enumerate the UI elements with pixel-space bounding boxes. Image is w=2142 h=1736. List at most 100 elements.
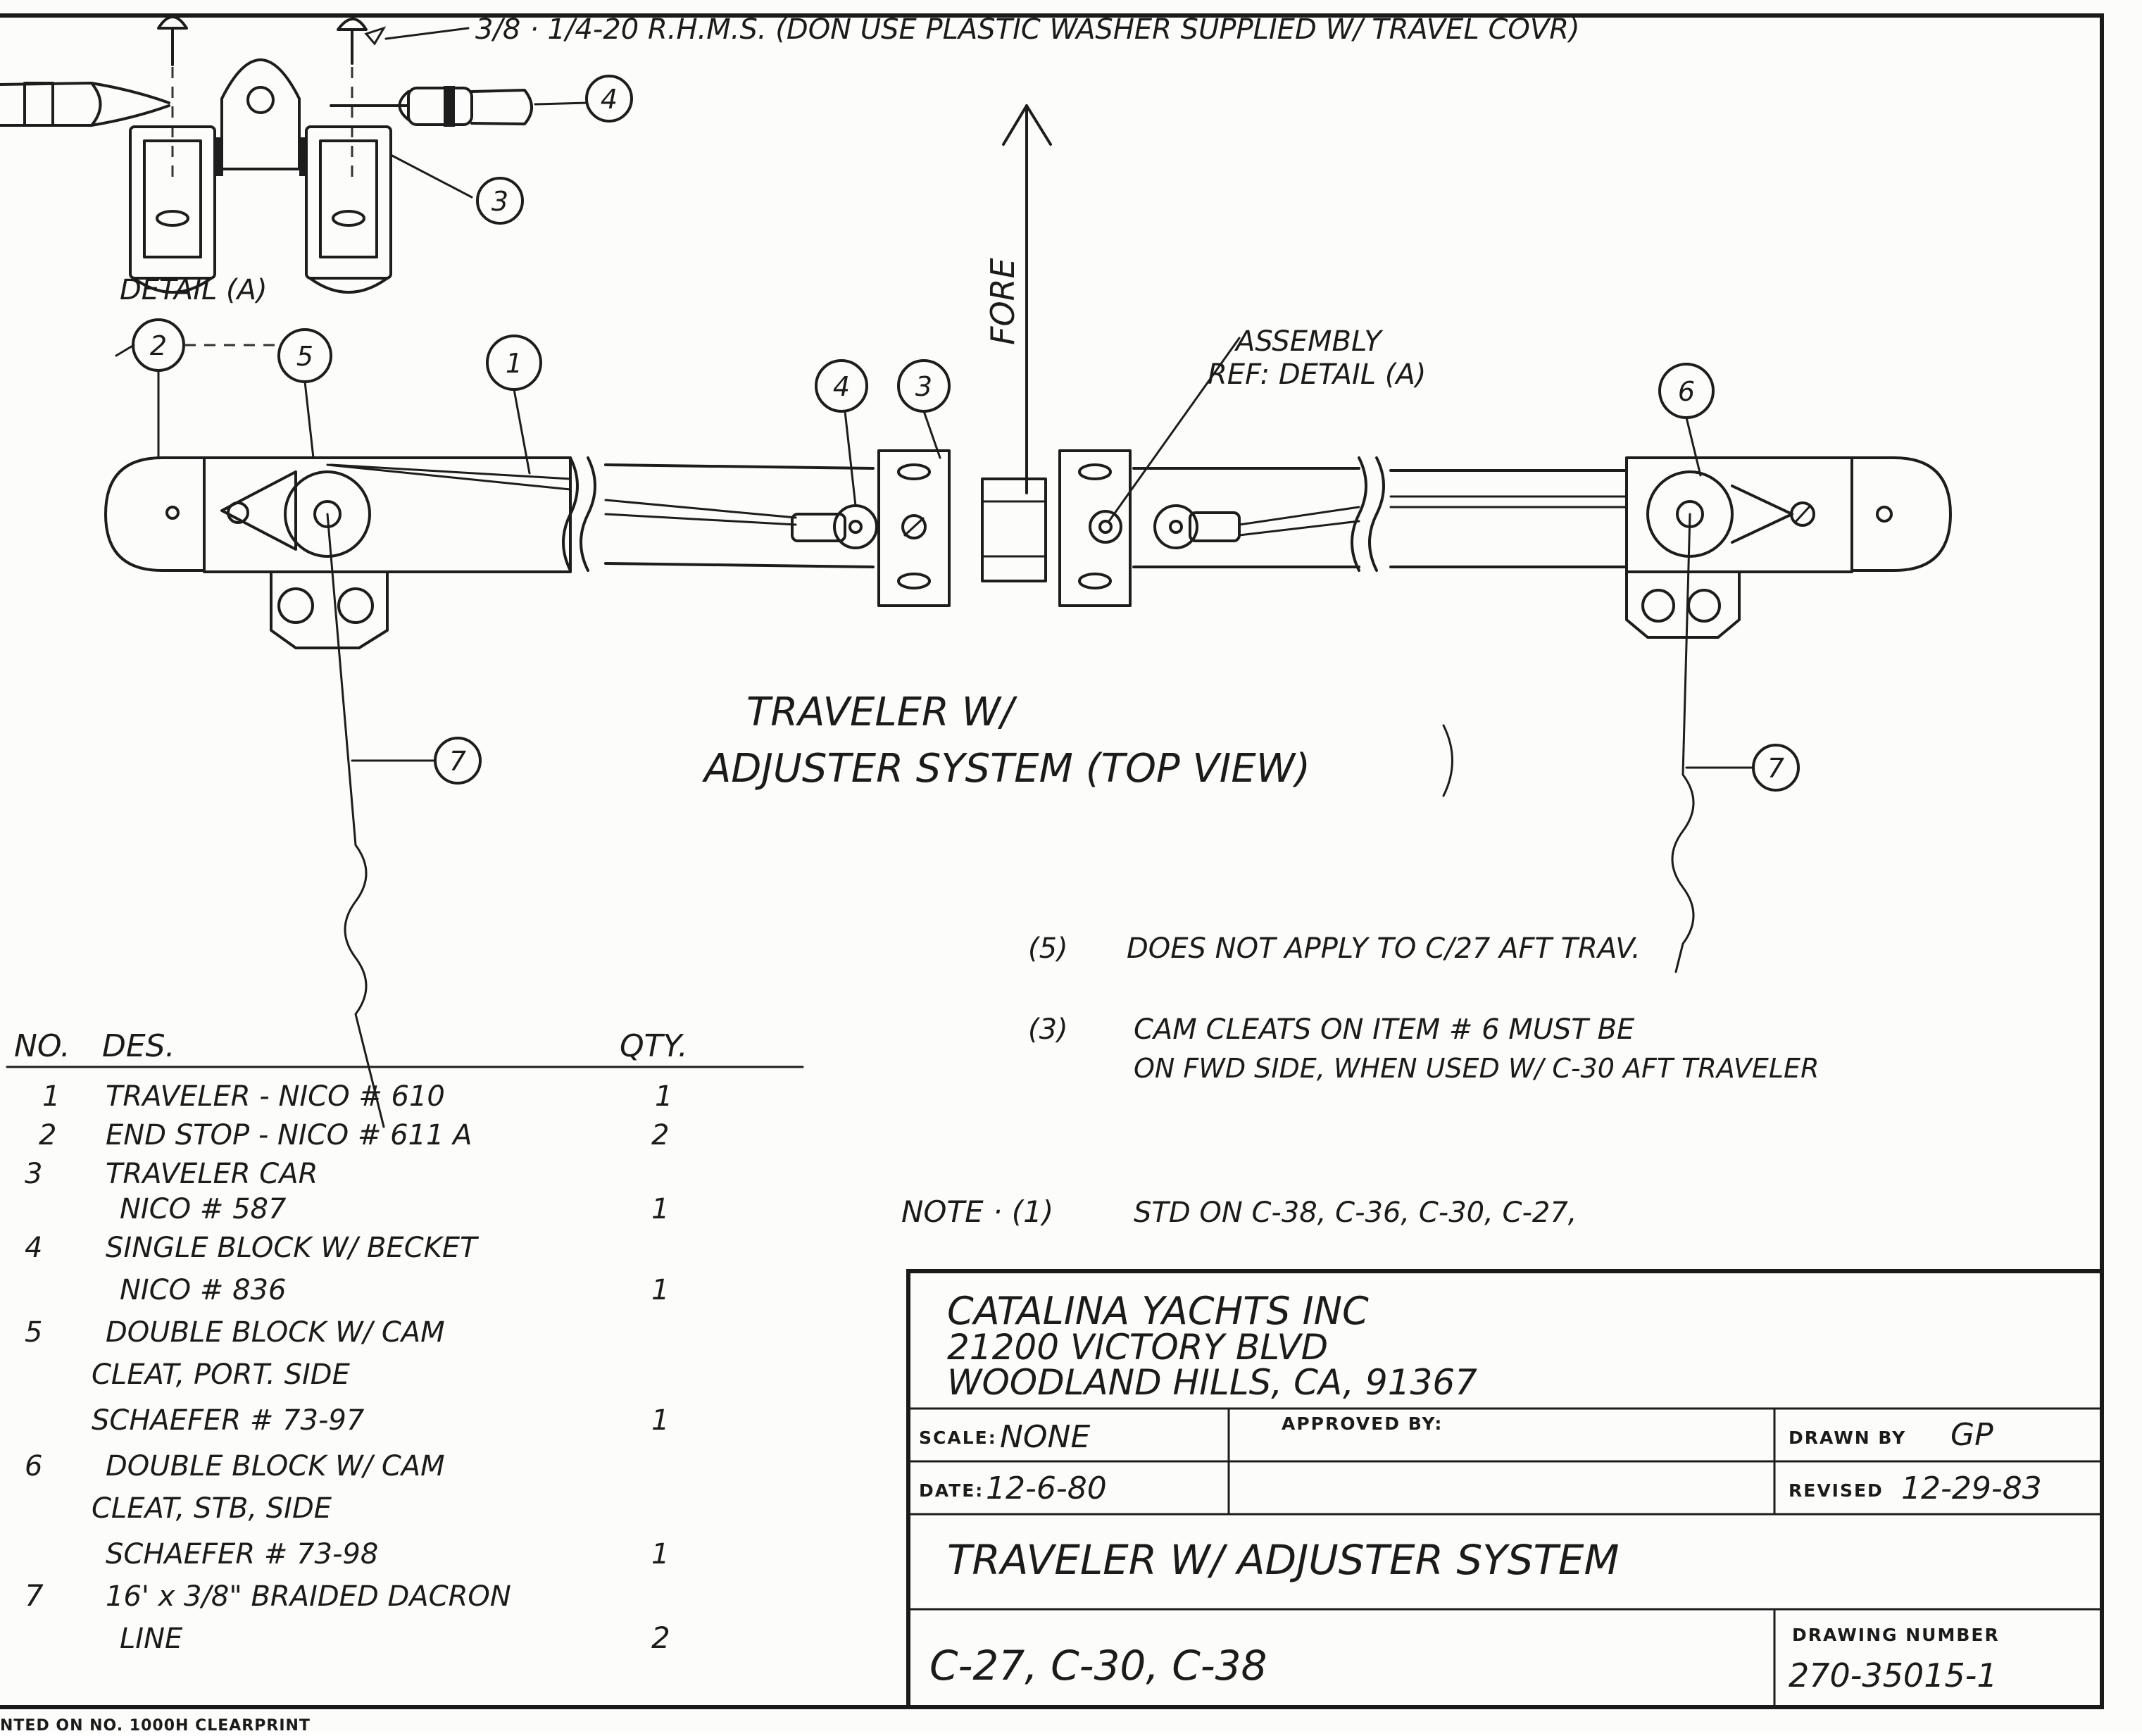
callout-7-right: 7 xyxy=(1752,744,1800,792)
svg-text:4: 4 xyxy=(833,371,850,402)
date-value: 12-6-80 xyxy=(986,1470,1107,1506)
fore-arrow xyxy=(1002,104,1052,494)
scale-value: NONE xyxy=(1000,1419,1090,1455)
right-end-stop xyxy=(1850,456,1952,572)
company-city: WOODLAND HILLS, CA, 91367 xyxy=(947,1362,1477,1403)
svg-text:3: 3 xyxy=(25,1158,42,1190)
right-cam-cleat xyxy=(1625,570,1741,639)
detail-right-car xyxy=(305,125,392,280)
svg-text:DOES NOT APPLY TO C/27 AFT TRA: DOES NOT APPLY TO C/27 AFT TRAV. xyxy=(1127,932,1641,965)
svg-text:1: 1 xyxy=(506,348,522,379)
footer-print: NTED ON NO. 1000H CLEARPRINT xyxy=(0,1717,311,1732)
callout-7-left: 7 xyxy=(434,737,482,785)
svg-text:NICO # 587: NICO # 587 xyxy=(120,1193,287,1225)
date-label: DATE: xyxy=(919,1480,984,1501)
left-line-7 xyxy=(326,513,385,1128)
svg-text:2: 2 xyxy=(150,330,167,361)
svg-text:1: 1 xyxy=(655,1080,672,1113)
callout-1: 1 xyxy=(486,335,542,391)
callout-2: 2 xyxy=(132,318,185,372)
svg-text:6: 6 xyxy=(25,1450,42,1482)
svg-text:4: 4 xyxy=(601,84,618,115)
assembly-ref-line2: REF: DETAIL (A) xyxy=(1208,358,1426,391)
callout-3: 3 xyxy=(897,359,951,413)
svg-text:1: 1 xyxy=(651,1193,669,1225)
drawing-title: TRAVELER W/ ADJUSTER SYSTEM xyxy=(947,1536,1620,1584)
detail-left-car xyxy=(129,125,216,280)
callout-4: 4 xyxy=(815,359,868,413)
svg-text:7: 7 xyxy=(25,1578,44,1613)
svg-text:NICO # 836: NICO # 836 xyxy=(120,1274,286,1306)
drawing-number-label: DRAWING NUMBER xyxy=(1792,1625,2000,1645)
svg-text:2: 2 xyxy=(651,1119,669,1151)
fore-label: FORE xyxy=(984,258,1022,345)
svg-text:SCHAEFER # 73-97: SCHAEFER # 73-97 xyxy=(92,1404,365,1437)
svg-text:DOUBLE BLOCK W/ CAM: DOUBLE BLOCK W/ CAM xyxy=(106,1316,445,1349)
svg-text:7: 7 xyxy=(1767,753,1784,784)
company-name: CATALINA YACHTS INC xyxy=(947,1289,1369,1333)
svg-text:CLEAT, PORT. SIDE: CLEAT, PORT. SIDE xyxy=(92,1359,351,1391)
drawn-value: GP xyxy=(1950,1417,1993,1453)
bom-header-no: NO. xyxy=(14,1028,70,1064)
svg-text:1: 1 xyxy=(651,1404,669,1437)
assembly-ref-line1: ASSEMBLY xyxy=(1234,325,1384,358)
note-5: (5) DOES NOT APPLY TO C/27 AFT TRAV. xyxy=(1028,932,1641,965)
scale-label: SCALE: xyxy=(919,1428,997,1448)
svg-text:(5): (5) xyxy=(1028,932,1068,965)
svg-text:3: 3 xyxy=(491,186,508,217)
svg-text:TRAVELER CAR: TRAVELER CAR xyxy=(106,1158,318,1190)
svg-text:ON FWD SIDE, WHEN USED W/ C-30: ON FWD SIDE, WHEN USED W/ C-30 AFT TRAVE… xyxy=(1134,1053,1819,1084)
note-1: NOTE · (1) STD ON C-38, C-36, C-30, C-27… xyxy=(901,1194,1577,1229)
bill-of-materials: NO. DES. QTY. 1 TRAVELER - NICO # 610 1 … xyxy=(6,1028,804,1655)
detail-label: DETAIL (A) xyxy=(120,274,268,306)
view-title-line1: TRAVELER W/ xyxy=(746,689,1017,735)
svg-text:(3): (3) xyxy=(1028,1013,1068,1046)
svg-text:1: 1 xyxy=(651,1538,669,1570)
svg-text:16' x 3/8" BRAIDED DACRON: 16' x 3/8" BRAIDED DACRON xyxy=(106,1580,511,1613)
left-end-stop xyxy=(104,456,206,572)
callout-3-top: 3 xyxy=(476,177,524,225)
svg-text:6: 6 xyxy=(1678,376,1695,407)
models: C-27, C-30, C-38 xyxy=(929,1642,1267,1690)
view-title-line2: ADJUSTER SYSTEM (TOP VIEW) xyxy=(702,746,1310,792)
drawn-label: DRAWN BY xyxy=(1789,1428,1906,1448)
revised-label: REVISED xyxy=(1789,1480,1884,1501)
note-3: (3) CAM CLEATS ON ITEM # 6 MUST BE ON FW… xyxy=(1028,1013,1819,1084)
callout-6: 6 xyxy=(1658,363,1715,419)
bom-header-qty: QTY. xyxy=(620,1028,688,1064)
note-leader xyxy=(384,27,470,40)
top-note: 3/8 · 1/4-20 R.H.M.S. (DON USE PLASTIC W… xyxy=(475,13,1580,46)
screw-left xyxy=(157,15,188,66)
svg-text:STD ON C-38, C-36, C-30, C-27,: STD ON C-38, C-36, C-30, C-27, xyxy=(1134,1197,1577,1229)
svg-text:TRAVELER - NICO # 610: TRAVELER - NICO # 610 xyxy=(106,1080,445,1113)
title-block: CATALINA YACHTS INC 21200 VICTORY BLVD W… xyxy=(906,1269,2104,1709)
svg-text:4: 4 xyxy=(25,1232,42,1264)
traveler-top-view xyxy=(104,449,1952,1128)
svg-text:SINGLE BLOCK W/ BECKET: SINGLE BLOCK W/ BECKET xyxy=(106,1232,480,1264)
svg-text:7: 7 xyxy=(449,746,466,777)
svg-text:NOTE · (1): NOTE · (1) xyxy=(901,1194,1053,1229)
detail-a xyxy=(0,15,589,294)
right-double-block xyxy=(1625,456,1853,573)
svg-text:2: 2 xyxy=(39,1119,56,1151)
callout-4-top: 4 xyxy=(585,75,633,123)
svg-text:5: 5 xyxy=(25,1316,42,1349)
svg-text:1: 1 xyxy=(42,1080,60,1113)
callout-5: 5 xyxy=(277,328,332,383)
svg-text:3: 3 xyxy=(915,371,932,402)
svg-text:SCHAEFER # 73-98: SCHAEFER # 73-98 xyxy=(106,1538,378,1570)
svg-text:CAM CLEATS ON ITEM # 6 MUST B: CAM CLEATS ON ITEM # 6 MUST BE xyxy=(1134,1013,1635,1046)
approved-label: APPROVED BY: xyxy=(1282,1413,1443,1434)
detail-center-fitting xyxy=(220,58,301,170)
center-fitting xyxy=(981,477,1047,582)
revised-value: 12-29-83 xyxy=(1901,1470,2042,1506)
svg-text:2: 2 xyxy=(651,1621,670,1655)
center-car-right xyxy=(1058,449,1132,607)
drawing-number: 270-35015-1 xyxy=(1789,1656,1998,1694)
right-line-7 xyxy=(1671,513,1695,973)
svg-text:DOUBLE BLOCK W/ CAM: DOUBLE BLOCK W/ CAM xyxy=(106,1450,445,1482)
screw-right xyxy=(337,18,368,65)
svg-text:LINE: LINE xyxy=(120,1623,183,1655)
svg-text:END STOP - NICO # 611 A: END STOP - NICO # 611 A xyxy=(106,1119,472,1151)
